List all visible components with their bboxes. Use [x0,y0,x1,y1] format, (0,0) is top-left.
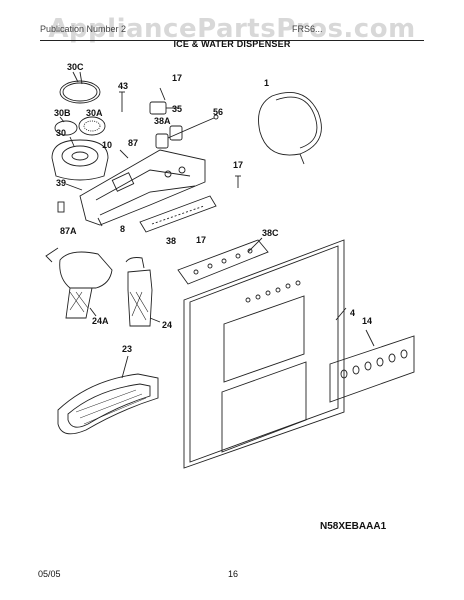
callout-17-right: 17 [233,160,243,170]
section-title: ICE & WATER DISPENSER [173,39,291,49]
callout-39: 39 [56,178,66,188]
callout-10: 10 [102,140,112,150]
diagram-code: N58XEBAAA1 [320,521,387,532]
wire-harness-part [167,117,215,139]
publication-number: Publication Number 2 [40,24,127,34]
bracket-part [65,183,83,191]
callout-56: 56 [213,107,223,117]
auger-motor-housing-part [51,139,109,181]
callout-24A: 24A [92,316,109,326]
drip-tray-part [57,373,159,435]
watermark-text: AppliancePartsPros.com [48,14,416,44]
control-overlay-part [329,335,415,403]
footer-date: 05/05 [38,569,61,579]
callout-35: 35 [172,104,182,114]
ice-duct-part [127,269,153,327]
callout-24: 24 [162,320,172,330]
ring-gasket-part [59,80,101,104]
callout-4: 4 [350,308,355,318]
callout-30B: 30B [54,108,71,118]
callout-30C: 30C [67,62,84,72]
callout-17-mid: 17 [196,235,206,245]
mounting-screw-part [119,149,129,159]
clip-part [57,201,65,213]
callout-30: 30 [56,128,66,138]
callout-87: 87 [128,138,138,148]
dispenser-switch-panel-part [177,239,269,285]
callout-87A: 87A [60,226,77,236]
filter-disc-part [78,116,106,136]
callout-17-top: 17 [172,73,182,83]
callout-38: 38 [166,236,176,246]
callout-38C: 38C [262,228,279,238]
callout-8: 8 [120,224,125,234]
callout-43: 43 [118,81,128,91]
nut-part [54,120,78,136]
ice-chute-door-part [59,251,113,289]
callout-14: 14 [362,316,372,326]
callout-38A: 38A [154,116,171,126]
control-board-part [139,195,217,233]
actuator-part [155,133,169,149]
dispenser-front-panel-part [183,239,345,469]
callout-1: 1 [264,78,269,88]
ice-chute-housing-part [79,149,206,226]
model-number: FRS6... [292,24,323,34]
page-number: 16 [228,569,239,579]
title-divider [40,40,424,41]
callout-30A: 30A [86,108,103,118]
callout-23: 23 [122,344,132,354]
